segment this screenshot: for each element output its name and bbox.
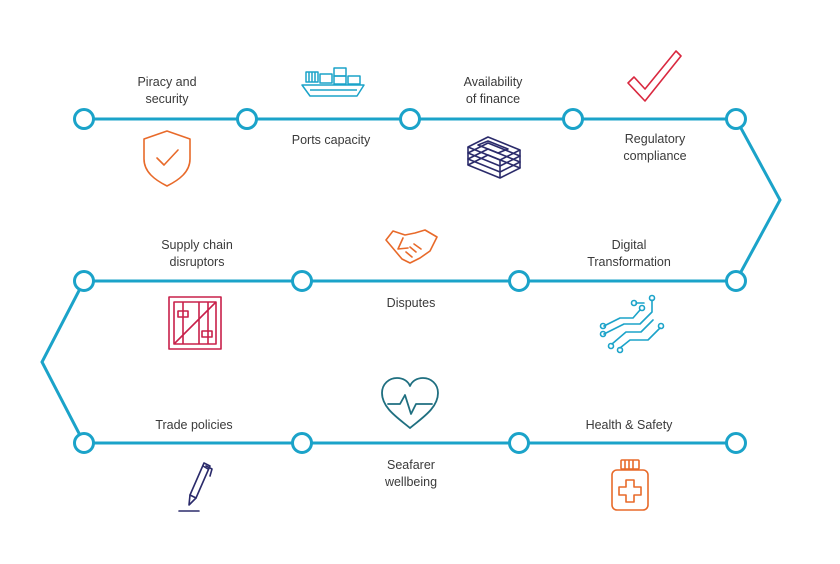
label-ports: Ports capacity	[291, 133, 371, 147]
timeline-node	[399, 108, 421, 130]
timeline-node	[73, 108, 95, 130]
pen-icon	[178, 462, 213, 512]
label-health: Health & Safety	[585, 418, 673, 432]
timeline-path	[40, 117, 782, 445]
timeline-node	[725, 432, 747, 454]
label-finance: Availability of finance	[463, 75, 523, 106]
heart-rate-icon	[381, 377, 439, 429]
handshake-icon	[385, 229, 438, 264]
label-supply: Supply chain disruptors	[161, 238, 233, 269]
label-piracy: Piracy and security	[137, 75, 197, 106]
timeline-node	[562, 108, 584, 130]
timeline-node	[291, 270, 313, 292]
timeline-node	[725, 270, 747, 292]
shield-check-icon	[143, 130, 191, 187]
timeline-node	[725, 108, 747, 130]
circuit-icon	[599, 294, 665, 354]
label-trade: Trade policies	[155, 418, 233, 432]
timeline-node	[73, 270, 95, 292]
label-regulatory: Regulatory compliance	[623, 132, 687, 163]
timeline-node	[291, 432, 313, 454]
label-seafarer: Seafarer wellbeing	[384, 458, 438, 489]
timeline-node	[508, 270, 530, 292]
timeline-node	[73, 432, 95, 454]
medicine-bottle-icon	[611, 459, 649, 511]
label-digital: Digital Transformation	[587, 238, 671, 269]
money-stack-icon	[467, 136, 521, 179]
shipping-crate-icon	[168, 296, 222, 350]
timeline-node	[236, 108, 258, 130]
label-disputes: Disputes	[386, 296, 436, 310]
timeline-node	[508, 432, 530, 454]
checkmark-icon	[627, 50, 682, 102]
cargo-ship-icon	[301, 67, 365, 97]
